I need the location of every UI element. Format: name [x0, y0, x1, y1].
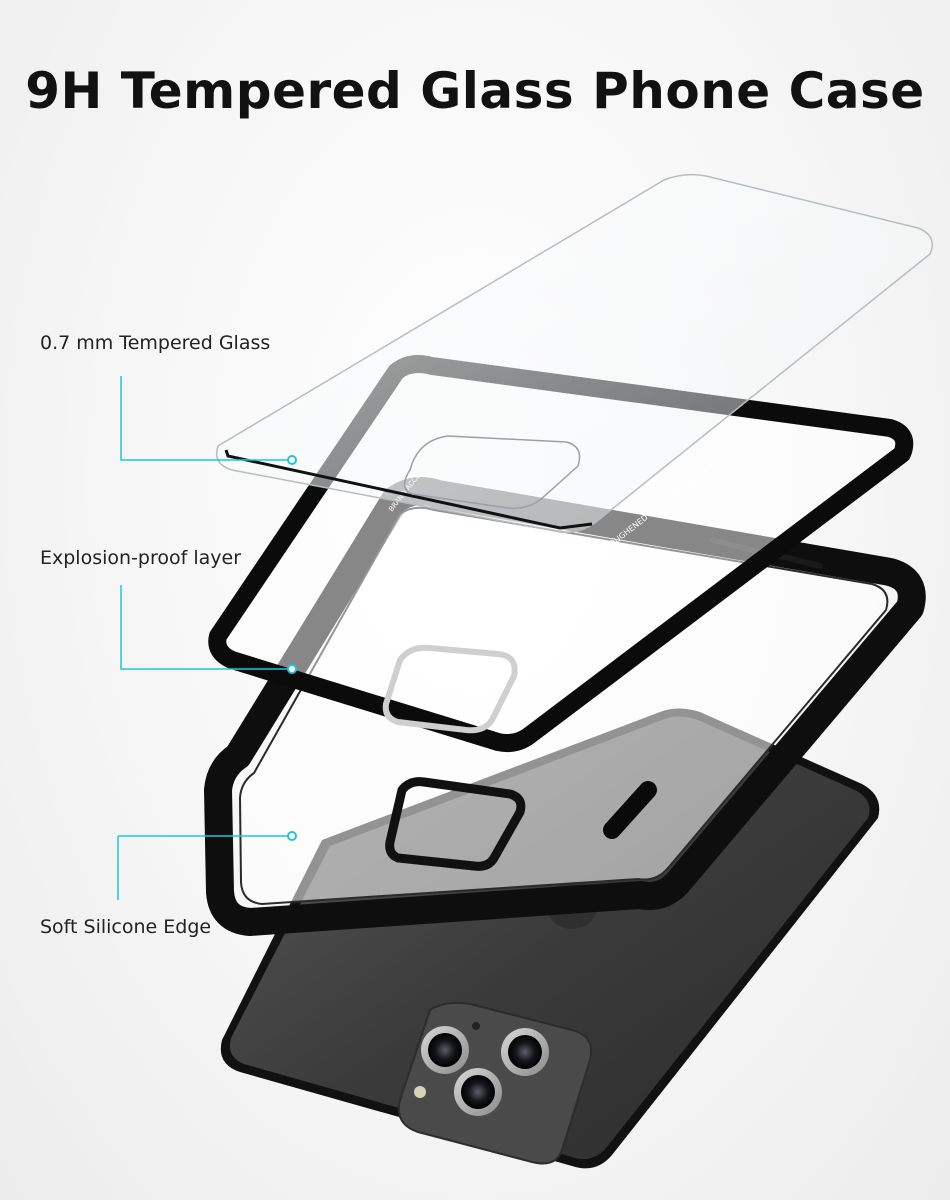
- callout-label-explosion-proof: Explosion-proof layer: [40, 547, 242, 569]
- callout-label-tempered-glass: 0.7 mm Tempered Glass: [40, 332, 271, 354]
- camera-lens-icon: [414, 1022, 549, 1116]
- page-title: 9H Tempered Glass Phone Case: [25, 62, 925, 120]
- callout-label-silicone-edge: Soft Silicone Edge: [40, 916, 212, 938]
